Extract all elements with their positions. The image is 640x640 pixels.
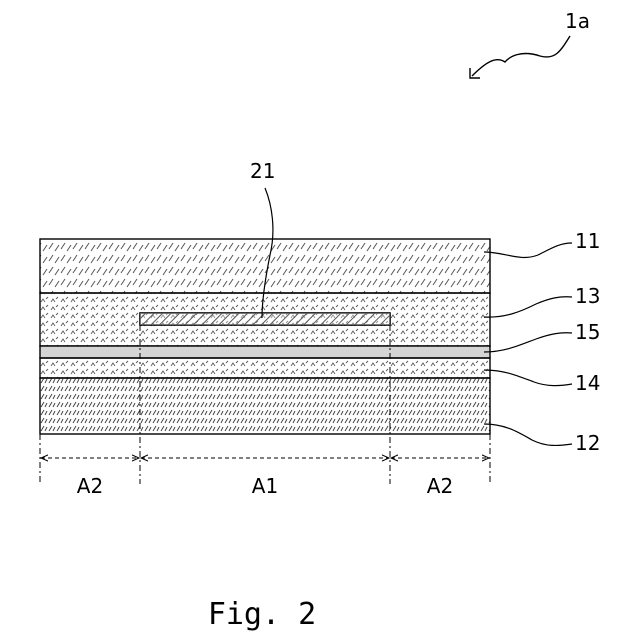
layer-15: [40, 346, 490, 358]
layer-13-leader: [484, 297, 572, 317]
region-a2-left-label: A2: [77, 474, 103, 498]
layer-14: [40, 358, 490, 378]
layer-15-label: 15: [575, 320, 600, 344]
layer-12: [40, 378, 490, 434]
layer-12-label: 12: [575, 431, 600, 455]
layer-12-leader: [484, 424, 572, 445]
layer-13-label: 13: [575, 284, 600, 308]
layer-15-leader: [484, 333, 572, 352]
layer-11-leader: [484, 243, 572, 257]
layer-14-label: 14: [575, 371, 600, 395]
layer-14-leader: [484, 370, 572, 386]
region-a2-right-label: A2: [427, 474, 453, 498]
region-a1-label: A1: [252, 474, 278, 498]
element-21-fill: [140, 313, 390, 325]
assembly-ref-label: 1a: [565, 9, 590, 33]
element-21-label: 21: [250, 159, 275, 183]
assembly-ref-pointer: [472, 36, 570, 76]
figure-caption: Fig. 2: [208, 597, 316, 632]
layer-11-label: 11: [575, 229, 600, 253]
